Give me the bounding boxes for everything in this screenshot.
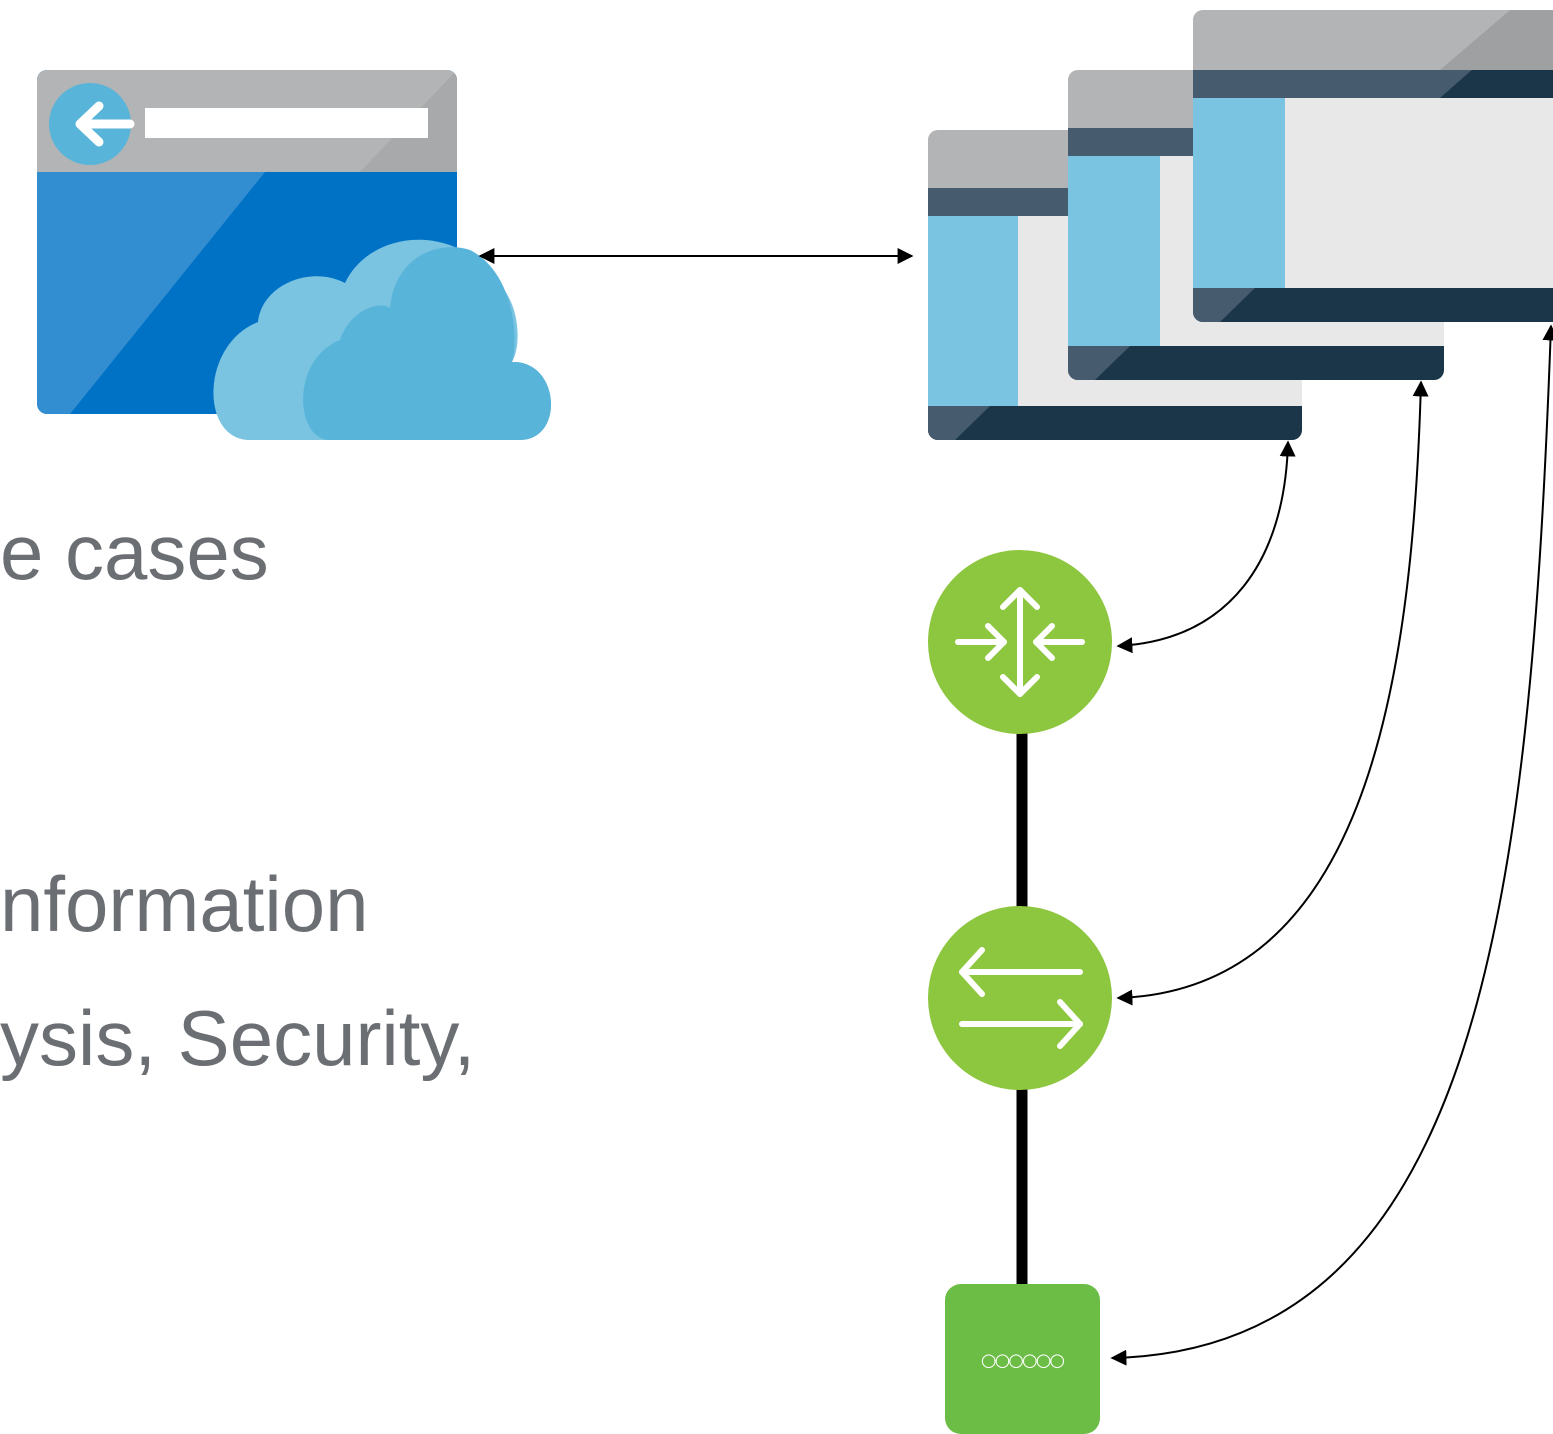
network-appliance-icon: ○○○○○○ <box>945 1284 1100 1434</box>
vm-window-back <box>1193 10 1553 322</box>
bullet-text-line-3: ysis, Security, <box>0 994 476 1082</box>
bullet-text-line-1: e cases <box>0 508 269 596</box>
connector-vm-appliance <box>1110 324 1553 1366</box>
web-app-cloud-icon <box>37 70 552 440</box>
appliance-label: ○○○○○○ <box>981 1350 1065 1371</box>
bullet-text-line-2: nformation <box>0 860 369 948</box>
connector-vm-router <box>1116 440 1296 654</box>
address-bar <box>145 108 428 138</box>
cloud-icon <box>213 239 552 440</box>
router-icon <box>928 550 1112 734</box>
switch-icon <box>928 906 1112 1090</box>
connector-vm-switch <box>1116 380 1429 1006</box>
virtual-machines-stack-icon <box>928 10 1553 440</box>
back-arrow-icon <box>49 83 135 165</box>
